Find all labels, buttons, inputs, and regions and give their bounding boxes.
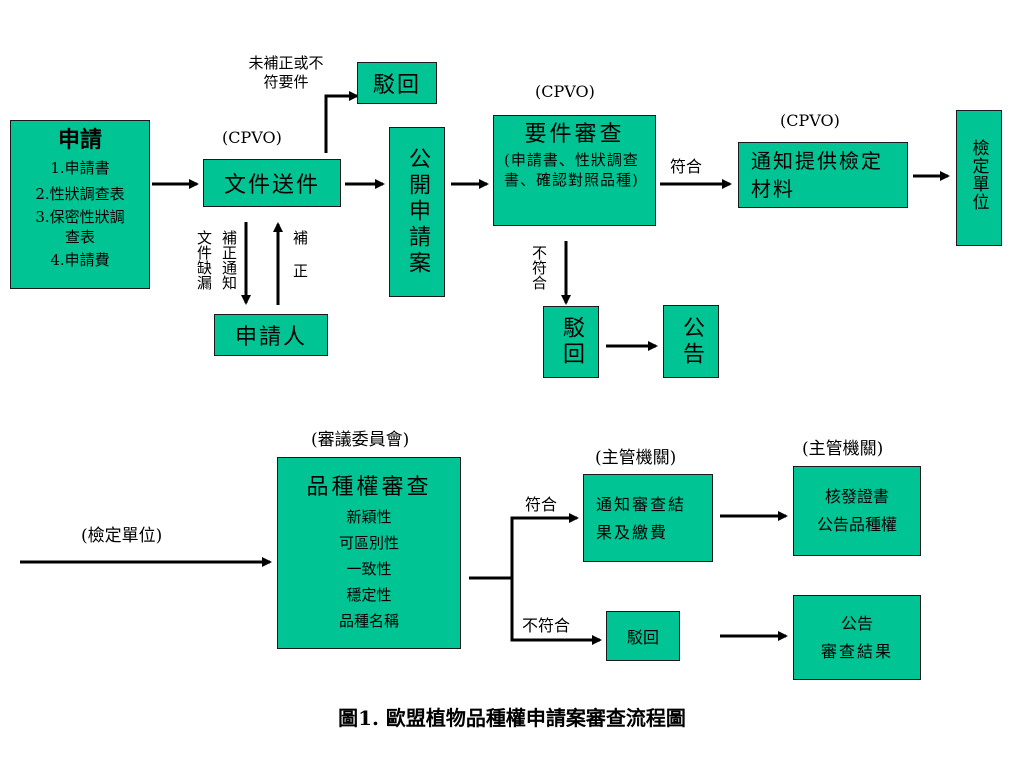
branch-to-reject-bottom xyxy=(510,578,602,645)
label-not-conform-bottom: 不符合 xyxy=(522,616,571,635)
label-not-conform-mid: 不符合 xyxy=(530,245,548,290)
label-conform-bottom: 符合 xyxy=(525,495,558,514)
label-conform-top: 符合 xyxy=(670,157,703,176)
label-correction-text: 補正 xyxy=(291,230,309,296)
application-item: 2.性狀調查表 xyxy=(35,185,125,203)
label-correction: 補正 xyxy=(290,230,310,296)
applicant-box: 申請人 xyxy=(214,314,328,356)
notify-materials-label: 通知提供檢定材料 xyxy=(751,149,883,201)
formal-review-org: (CPVO) xyxy=(535,82,595,101)
label-correction-notice: 補正通知 xyxy=(220,230,238,290)
notify-materials-box: 通知提供檢定材料 xyxy=(738,142,908,208)
reject-bottom-box: 駁回 xyxy=(606,611,680,661)
public-case-box: 公開申請案 xyxy=(389,127,445,297)
application-box: 申請 1.申請書 2.性狀調查表 3.保密性狀調 查表 4.申請費 xyxy=(10,120,150,289)
variety-review-item: 一致性 xyxy=(346,560,392,578)
issue-cert-box: 核發證書 公告品種權 xyxy=(793,466,921,556)
label-missing-docs: 文件缺漏 xyxy=(195,230,213,290)
announce-mid-label: 公告 xyxy=(679,315,704,368)
applicant-label: 申請人 xyxy=(234,325,307,350)
doc-delivery-label: 文件送件 xyxy=(223,173,320,198)
public-case-label: 公開申請案 xyxy=(405,147,430,277)
variety-review-org: (審議委員會) xyxy=(311,430,410,450)
reject-top-label: 駁回 xyxy=(372,73,421,98)
reject-bottom-label: 駁回 xyxy=(626,628,659,647)
reject-top-box: 駁回 xyxy=(357,62,437,104)
announce-result-line2: 審查結果 xyxy=(820,642,893,661)
application-title: 申請 xyxy=(57,127,102,153)
testing-unit-input-label: (檢定單位) xyxy=(81,526,163,546)
label-not-corrected: 未補正或不符要件 xyxy=(248,54,324,91)
variety-review-item: 可區別性 xyxy=(338,534,399,552)
issue-cert-org: (主管機關) xyxy=(802,439,884,459)
issue-cert-line2: 公告品種權 xyxy=(816,515,897,534)
formal-review-sub: (申請書、性狀調查書、確認對照品種) xyxy=(504,151,639,189)
application-item: 3.保密性狀調 xyxy=(35,208,125,226)
variety-review-item: 品種名稱 xyxy=(338,612,399,630)
announce-result-line1: 公告 xyxy=(840,614,873,633)
reject-mid-box: 駁回 xyxy=(543,306,599,378)
reject-mid-label: 駁回 xyxy=(559,316,584,368)
notify-result-label: 通知審查結果及繳費 xyxy=(596,495,687,542)
application-item: 1.申請書 xyxy=(50,159,110,177)
arrow-delivery-to-reject xyxy=(324,91,359,153)
formal-review-title: 要件審查 xyxy=(524,122,625,147)
notify-result-org: (主管機關) xyxy=(595,448,677,468)
branch-to-notify-result xyxy=(510,513,579,578)
doc-delivery-box: 文件送件 xyxy=(203,159,341,207)
doc-delivery-org: (CPVO) xyxy=(222,128,282,147)
variety-review-item: 新穎性 xyxy=(346,508,392,526)
notify-materials-org: (CPVO) xyxy=(780,111,840,130)
figure-caption: 圖1. 歐盟植物品種權申請案審查流程圖 xyxy=(338,706,686,730)
application-item: 查表 xyxy=(64,228,95,246)
announce-mid-box: 公告 xyxy=(663,305,719,378)
testing-unit-label: 檢定單位 xyxy=(968,139,989,211)
application-item: 4.申請費 xyxy=(50,251,110,269)
announce-result-box: 公告 審查結果 xyxy=(793,595,921,680)
variety-review-item: 穩定性 xyxy=(346,586,392,604)
variety-review-title: 品種權審查 xyxy=(306,475,432,500)
variety-review-box: 品種權審查 新穎性 可區別性 一致性 穩定性 品種名稱 xyxy=(277,457,461,649)
formal-review-box: 要件審查 (申請書、性狀調查書、確認對照品種) xyxy=(493,115,656,226)
testing-unit-box: 檢定單位 xyxy=(956,110,1002,246)
notify-result-box: 通知審查結果及繳費 xyxy=(583,474,713,562)
issue-cert-line1: 核發證書 xyxy=(824,487,889,506)
